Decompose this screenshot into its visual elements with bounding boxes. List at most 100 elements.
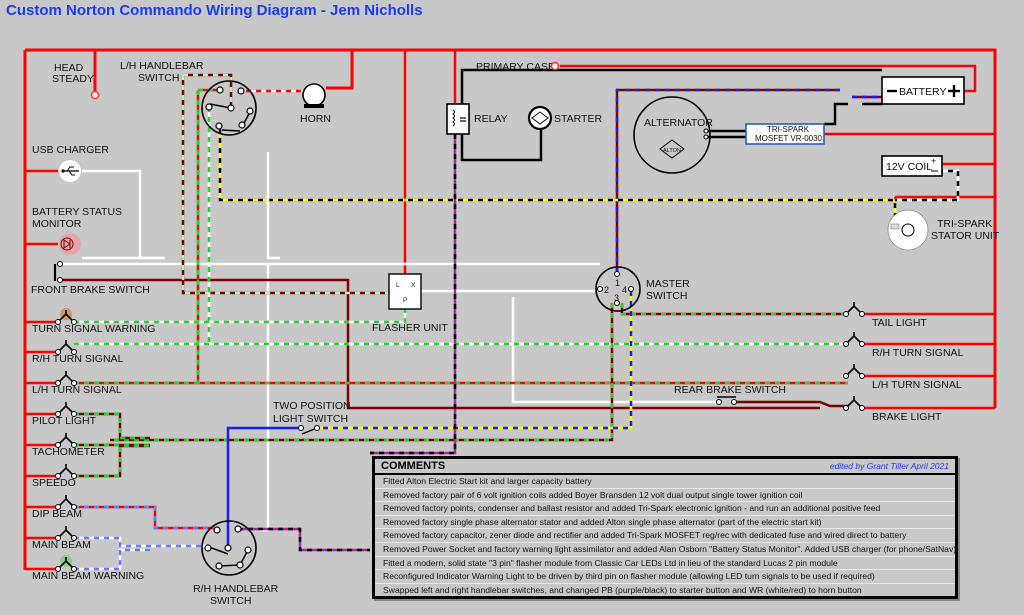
alton-logo: ALTON <box>663 148 681 154</box>
left-lamp-4: TACHOMETER <box>32 433 105 458</box>
tri-spark-regulator: TRI-SPARK MOSFET VR-0030 <box>745 123 825 145</box>
rh-switch-label-1: R/H HANDLEBAR <box>193 583 279 595</box>
bulb-icon <box>57 340 75 353</box>
master-switch-feed-tracer <box>615 88 840 272</box>
horn: HORN <box>300 83 331 125</box>
front-brake-switch[interactable]: FRONT BRAKE SWITCH <box>31 261 150 297</box>
starter-motor: STARTER <box>527 105 602 131</box>
master-pin-2: 2 <box>604 285 609 295</box>
bulb-icon <box>57 433 75 446</box>
left-lamp-7: MAIN BEAM <box>32 526 91 551</box>
diagram-title: Custom Norton Commando Wiring Diagram - … <box>6 2 423 19</box>
coil-negative-tracer <box>895 169 960 202</box>
horn-feed <box>326 50 354 90</box>
left-lamp-5: SPEEDO <box>32 464 77 489</box>
flasher-l-tracer <box>181 75 389 295</box>
stator-label-1: TRI-SPARK <box>937 218 992 230</box>
rear-brake-switch[interactable]: REAR BRAKE SWITCH <box>674 384 786 405</box>
alternator-output <box>708 129 746 139</box>
left-lamp-3-label: PILOT LIGHT <box>32 415 97 427</box>
comments-panel: COMMENTS edited by Grant Tiller April 20… <box>372 456 958 599</box>
brake-light-brown <box>736 400 848 408</box>
light-switch-label-1: TWO POSITION <box>273 400 351 412</box>
relay: RELAY <box>446 103 508 135</box>
coil-icon <box>881 155 943 177</box>
components: HEAD STEADY L/H HANDLEBAR SWITCH HORN <box>31 60 1000 607</box>
comment-row: Fitted Alton Electric Start kit and larg… <box>375 475 955 489</box>
battery-positive <box>560 64 977 93</box>
bulb-icon <box>57 310 75 323</box>
lh-switch-label-2: SWITCH <box>138 72 179 84</box>
left-lamp-7-label: MAIN BEAM <box>32 539 91 551</box>
flasher-pin-x: X <box>411 282 416 289</box>
rh-switch-blue <box>226 426 301 548</box>
right-lamp-3-label: BRAKE LIGHT <box>872 411 942 423</box>
bulb-icon <box>57 464 75 477</box>
left-lamp-2: L/H TURN SIGNAL <box>32 371 122 396</box>
two-position-light-switch[interactable]: TWO POSITION LIGHT SWITCH <box>273 400 351 435</box>
rh-starter-tracer <box>238 527 370 552</box>
left-lamp-5-label: SPEEDO <box>32 477 76 489</box>
comment-row: Removed factory points, condenser and ba… <box>375 502 955 516</box>
master-switch-label-1: MASTER <box>646 278 690 290</box>
starter-wire <box>460 129 543 162</box>
comments-editor: edited by Grant Tiller April 2021 <box>829 461 949 471</box>
comment-row: Removed Power Socket and factory warning… <box>375 543 955 557</box>
rear-brake-white <box>511 297 717 404</box>
rh-switch-body-icon <box>201 520 257 576</box>
relay-icon <box>446 103 470 135</box>
head-steady-label-1: HEAD <box>54 62 84 74</box>
flasher-pin-p: P <box>403 297 407 304</box>
stator-label-2: STATOR UNIT <box>931 230 1000 242</box>
main-positive-bus <box>25 48 997 408</box>
dip-beam <box>74 505 217 530</box>
comment-row: Swapped left and right handlebar switche… <box>383 584 862 595</box>
bulb-icon <box>57 402 75 415</box>
regulator-label-2: MOSFET VR-0030 <box>755 134 823 143</box>
left-lamp-8-label: MAIN BEAM WARNING <box>32 570 144 582</box>
flasher-unit: L X P FLASHER UNIT <box>372 273 448 334</box>
horn-icon <box>302 83 326 107</box>
relay-label: RELAY <box>474 113 508 125</box>
lh-switch-label-1: L/H HANDLEBAR <box>120 60 204 72</box>
master-switch[interactable]: 1 2 3 4 MASTER SWITCH <box>595 266 690 312</box>
primary-case-label: PRIMARY CASE <box>476 61 555 73</box>
lamp-sockets: TURN SIGNAL WARNING R/H TURN SIGNAL L/H TU… <box>32 302 964 582</box>
led-icon <box>60 237 74 251</box>
left-lamp-0: TURN SIGNAL WARNING <box>32 308 155 335</box>
pilot-bus-tracer <box>110 303 614 442</box>
bulb-icon <box>57 526 75 539</box>
comment-row: Removed factory capacitor, zener diode a… <box>375 529 955 543</box>
alternator-label: ALTERNATOR <box>644 117 713 129</box>
ignition-feed-tracer <box>218 128 897 226</box>
bulb-icon <box>845 302 863 315</box>
primary-case-terminal-icon <box>550 61 560 71</box>
pilot-wire-tracer <box>74 412 150 440</box>
bulb-icon <box>57 495 75 508</box>
master-switch-label-2: SWITCH <box>646 290 687 302</box>
battery: BATTERY <box>881 76 965 105</box>
rh-handlebar-switch[interactable]: R/H HANDLEBAR SWITCH <box>193 520 279 607</box>
head-steady-terminal-icon <box>90 90 100 100</box>
light-switch-label-2: LIGHT SWITCH <box>273 413 348 425</box>
head-steady: HEAD STEADY <box>52 62 100 100</box>
left-lamp-2-label: L/H TURN SIGNAL <box>32 384 122 396</box>
tail-wire <box>620 303 848 316</box>
left-lamp-1-label: R/H TURN SIGNAL <box>32 353 124 365</box>
tail-wire-tracer <box>620 303 848 316</box>
right-lamp-0: TAIL LIGHT <box>843 302 927 329</box>
comments-heading: COMMENTS <box>381 460 446 472</box>
left-lamp-1: R/H TURN SIGNAL <box>32 340 124 365</box>
bulb-icon <box>845 364 863 377</box>
lh-handlebar-switch[interactable]: L/H HANDLEBAR SWITCH <box>120 60 257 136</box>
rh-switch-label-2: SWITCH <box>210 595 251 607</box>
right-lamp-0-label: TAIL LIGHT <box>872 317 927 329</box>
ignition-coil: 12V COIL + <box>881 155 943 177</box>
comment-row: Reconfigured Indicator Warning Light to … <box>375 570 955 584</box>
battery-status-monitor: BATTERY STATUS MONITOR <box>32 206 122 255</box>
rh-switch-white <box>258 264 270 532</box>
turn-warning-wire-tracer <box>74 309 407 324</box>
turn-warning-wire <box>74 309 407 324</box>
front-brake-switch-label: FRONT BRAKE SWITCH <box>31 284 150 296</box>
left-lamp-4-label: TACHOMETER <box>32 446 105 458</box>
